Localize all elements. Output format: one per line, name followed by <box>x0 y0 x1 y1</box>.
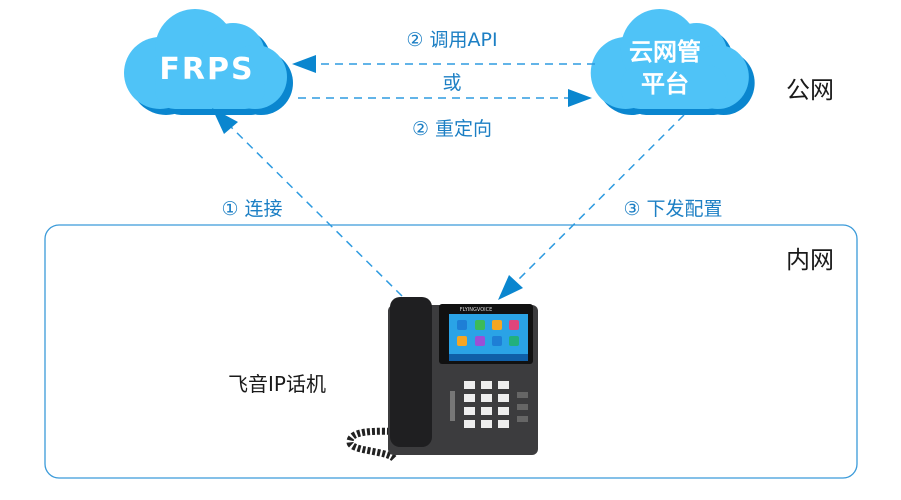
cloud-platform-line2: 平台 <box>641 70 689 98</box>
cloud-platform-line1: 云网管 <box>629 38 701 66</box>
deliver-config-label: ③ 下发配置 <box>623 198 723 220</box>
deliver-config-line <box>514 114 685 284</box>
or-label: 或 <box>442 72 462 94</box>
phone-logo: FLYINGVOICE <box>460 307 493 313</box>
ip-phone-image: FLYINGVOICE <box>346 297 538 463</box>
private-network-zone <box>44 224 858 479</box>
frps-label: FRPS <box>159 52 255 87</box>
arrowhead-phone <box>498 275 523 300</box>
phone-label: 飞音IP话机 <box>228 372 326 396</box>
arrowhead-left <box>292 55 316 73</box>
call-api-label: ② 调用API <box>406 29 498 51</box>
connect-line <box>227 123 403 297</box>
private-network-label: 内网 <box>786 246 834 274</box>
arrowhead-frps <box>212 108 238 134</box>
public-network-label: 公网 <box>786 76 834 104</box>
connect-label: ① 连接 <box>221 198 283 220</box>
redirect-label: ② 重定向 <box>411 118 493 140</box>
arrowhead-right <box>568 89 592 107</box>
cloud-platform-label: 云网管 平台 <box>629 36 701 100</box>
